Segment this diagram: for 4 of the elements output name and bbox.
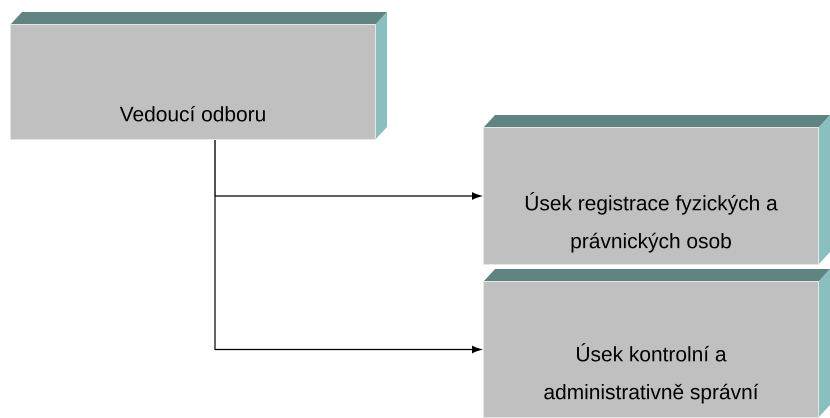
process-box: Vedoucí odboru bbox=[10, 12, 387, 140]
process-box: Úsek kontrolní a administrativně správní bbox=[483, 269, 830, 418]
arrow bbox=[214, 140, 482, 354]
process-box: Úsek registrace fyzických a právnických osob bbox=[483, 115, 830, 265]
